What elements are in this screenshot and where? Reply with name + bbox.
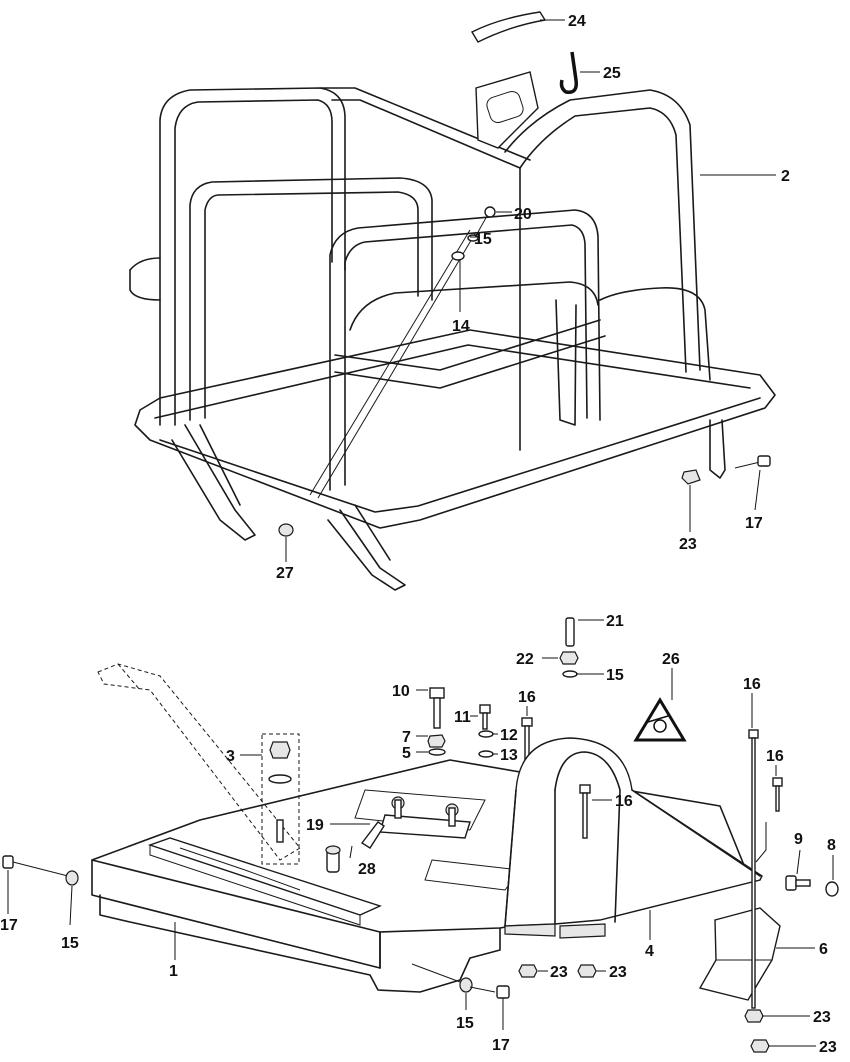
label-28: 28 xyxy=(358,861,376,878)
label-23-c: 23 xyxy=(609,964,627,981)
label-2: 2 xyxy=(781,168,790,185)
label-23-e: 23 xyxy=(819,1039,837,1056)
label-17-c: 17 xyxy=(492,1037,510,1054)
label-15-a: 15 xyxy=(474,231,492,248)
label-3: 3 xyxy=(226,748,235,765)
label-5: 5 xyxy=(402,745,411,762)
label-10: 10 xyxy=(392,683,410,700)
part-labels: 24 25 2 20 15 14 23 17 27 21 22 15 26 10… xyxy=(0,13,837,1056)
label-1: 1 xyxy=(169,963,178,980)
label-13: 13 xyxy=(500,747,518,764)
label-25: 25 xyxy=(603,65,621,82)
label-26: 26 xyxy=(662,651,680,668)
label-22: 22 xyxy=(516,651,534,668)
label-15-c: 15 xyxy=(61,935,79,952)
label-14: 14 xyxy=(452,318,470,335)
label-20: 20 xyxy=(514,206,532,223)
label-16-b: 16 xyxy=(743,676,761,693)
label-16-c: 16 xyxy=(766,748,784,765)
label-17-b: 17 xyxy=(0,917,18,934)
label-12: 12 xyxy=(500,727,518,744)
label-15-b: 15 xyxy=(606,667,624,684)
leader-lines xyxy=(7,19,834,1047)
label-27: 27 xyxy=(276,565,294,582)
label-15-d: 15 xyxy=(456,1015,474,1032)
label-4: 4 xyxy=(645,943,654,960)
label-6: 6 xyxy=(819,941,828,958)
label-16-d: 16 xyxy=(615,793,633,810)
base-plate-assembly xyxy=(2,617,839,1053)
label-8: 8 xyxy=(827,837,836,854)
label-24: 24 xyxy=(568,13,586,30)
label-19: 19 xyxy=(306,817,324,834)
label-9: 9 xyxy=(794,831,803,848)
label-16-a: 16 xyxy=(518,689,536,706)
label-23-b: 23 xyxy=(550,964,568,981)
label-17-a: 17 xyxy=(745,515,763,532)
label-21: 21 xyxy=(606,613,624,630)
label-7: 7 xyxy=(402,729,411,746)
label-23-d: 23 xyxy=(813,1009,831,1026)
label-11: 11 xyxy=(454,709,471,726)
frame-assembly xyxy=(129,11,776,591)
label-23-a: 23 xyxy=(679,536,697,553)
